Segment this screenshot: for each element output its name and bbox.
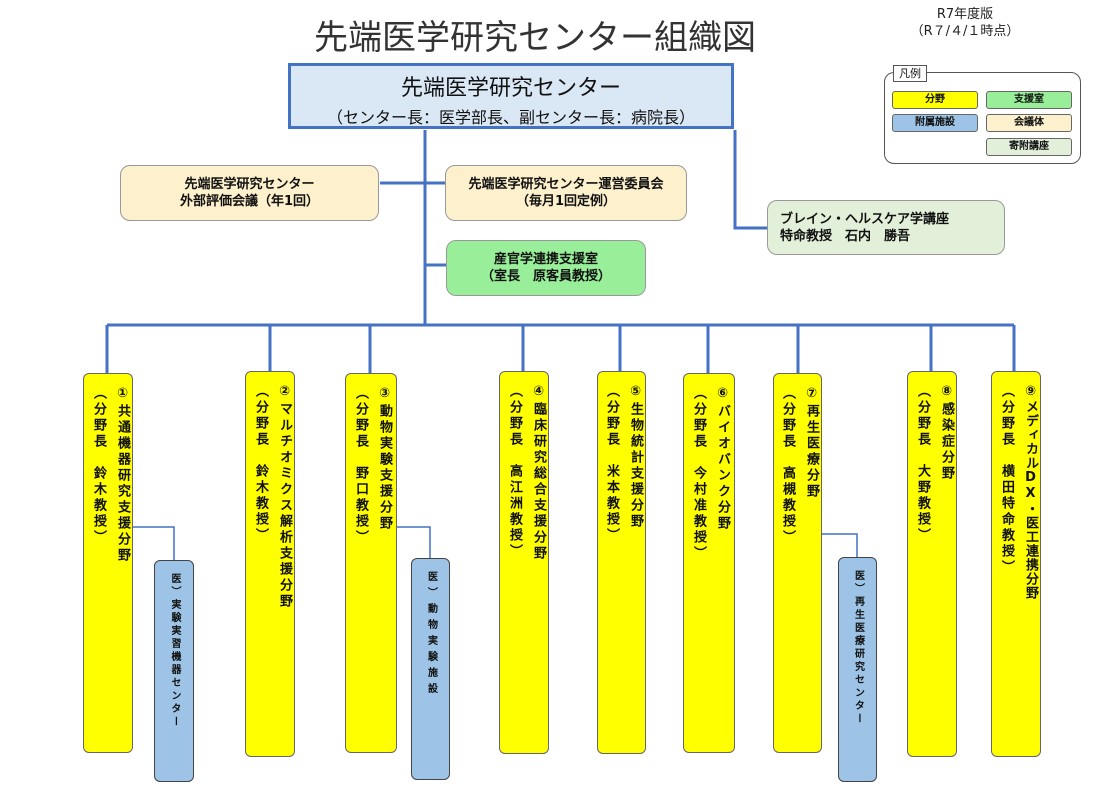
- field-name-1: ①共通機器研究支援分野: [115, 386, 130, 564]
- field-name-2: ②マルチオミクス解析支援分野: [277, 384, 292, 610]
- field-box-8: ⑧感染症分野 （分野長 大野教授）: [907, 371, 957, 757]
- legend: 凡例 分野 支援室 附属施設 会議体 寄附講座: [884, 65, 1081, 164]
- field-head-6: （分野長 今村准教授）: [691, 386, 706, 562]
- field-box-1: ①共通機器研究支援分野 （分野長 鈴木教授）: [83, 373, 133, 753]
- legend-support-office: 支援室: [986, 91, 1072, 109]
- field-head-8: （分野長 大野教授）: [915, 384, 930, 544]
- field-head-4: （分野長 高江洲教授）: [507, 384, 522, 560]
- field-box-9: ⑨メディカルDX・医工連携分野 （分野長 横田特命教授）: [991, 371, 1041, 757]
- legend-affiliated-facility: 附属施設: [892, 114, 978, 132]
- center-name: 先端医学研究センター: [400, 76, 621, 101]
- facility-name-3: 医）再生医療研究センター: [852, 570, 864, 726]
- field-name-9: ⑨メディカルDX・医工連携分野: [1023, 384, 1038, 600]
- brain-chair-line2: 特命教授 石内 勝吾: [780, 228, 911, 244]
- steering-committee-line1: 先端医学研究センター運営委員会: [468, 177, 664, 192]
- field-head-5: （分野長 米本教授）: [604, 384, 619, 544]
- brain-chair-box: ブレイン・ヘルスケア学講座 特命教授 石内 勝吾: [767, 200, 1005, 255]
- field-name-4: ④臨床研究総合支援分野: [531, 384, 546, 562]
- steering-committee-box: 先端医学研究センター運営委員会 （毎月1回定例）: [445, 165, 687, 221]
- field-head-2: （分野長 鈴木教授）: [253, 384, 268, 544]
- field-box-6: ⑥バイオバンク分野 （分野長 今村准教授）: [683, 373, 735, 753]
- field-head-3: （分野長 野口教授）: [353, 386, 368, 546]
- legend-council: 会議体: [986, 114, 1072, 132]
- field-name-8: ⑧感染症分野: [939, 384, 954, 482]
- edition-label: R7年度版 （R７/４/１時点）: [900, 6, 1030, 40]
- external-review-line1: 先端医学研究センター: [184, 177, 315, 192]
- facility-link-line-2: [397, 526, 431, 558]
- center-box: 先端医学研究センター （センター長：医学部長、副センター長：病院長）: [288, 63, 734, 129]
- field-box-4: ④臨床研究総合支援分野 （分野長 高江洲教授）: [499, 371, 549, 754]
- center-heads: （センター長：医学部長、副センター長：病院長）: [326, 108, 695, 127]
- field-name-7: ⑦再生医療分野: [804, 386, 819, 500]
- facility-link-line-3: [822, 533, 858, 557]
- legend-title: 凡例: [893, 65, 927, 82]
- field-head-1: （分野長 鈴木教授）: [91, 386, 106, 546]
- facility-box-3: 医）再生医療研究センター: [838, 557, 877, 782]
- edition-date: （R７/４/１時点）: [910, 24, 1020, 39]
- industry-office-line1: 産官学連携支援室: [493, 252, 598, 267]
- field-name-3: ③動物実験支援分野: [377, 386, 392, 532]
- legend-field: 分野: [892, 91, 978, 109]
- facility-name-1: 医）実験実習機器センター: [169, 573, 180, 729]
- field-box-2: ②マルチオミクス解析支援分野 （分野長 鈴木教授）: [245, 371, 295, 757]
- edition-version: R7年度版: [936, 7, 994, 22]
- facility-box-1: 医）実験実習機器センター: [154, 560, 194, 782]
- page-title: 先端医学研究センター組織図: [314, 18, 756, 58]
- field-name-5: ⑤生物統計支援分野: [628, 384, 643, 530]
- legend-endowed-chair: 寄附講座: [986, 138, 1072, 156]
- facility-name-2: 医）動物実験施設: [425, 571, 437, 699]
- field-head-9: （分野長 横田特命教授）: [999, 384, 1014, 576]
- external-review-line2: 外部評価会議（年1回）: [179, 194, 320, 209]
- external-review-box: 先端医学研究センター 外部評価会議（年1回）: [120, 165, 379, 221]
- facility-link-line-1: [133, 526, 175, 560]
- industry-office-box: 産官学連携支援室 （室長 原客員教授）: [446, 240, 646, 296]
- field-box-7: ⑦再生医療分野 （分野長 高槻教授）: [773, 373, 822, 753]
- industry-office-line2: （室長 原客員教授）: [480, 269, 611, 284]
- brain-chair-line1: ブレイン・ヘルスケア学講座: [780, 211, 950, 227]
- field-name-6: ⑥バイオバンク分野: [715, 386, 730, 532]
- field-box-5: ⑤生物統計支援分野 （分野長 米本教授）: [597, 371, 646, 754]
- steering-committee-line2: （毎月1回定例）: [515, 194, 617, 209]
- facility-box-2: 医）動物実験施設: [411, 558, 450, 780]
- chair-link-line: [733, 130, 768, 230]
- field-box-3: ③動物実験支援分野 （分野長 野口教授）: [345, 373, 397, 753]
- field-head-7: （分野長 高槻教授）: [780, 386, 795, 546]
